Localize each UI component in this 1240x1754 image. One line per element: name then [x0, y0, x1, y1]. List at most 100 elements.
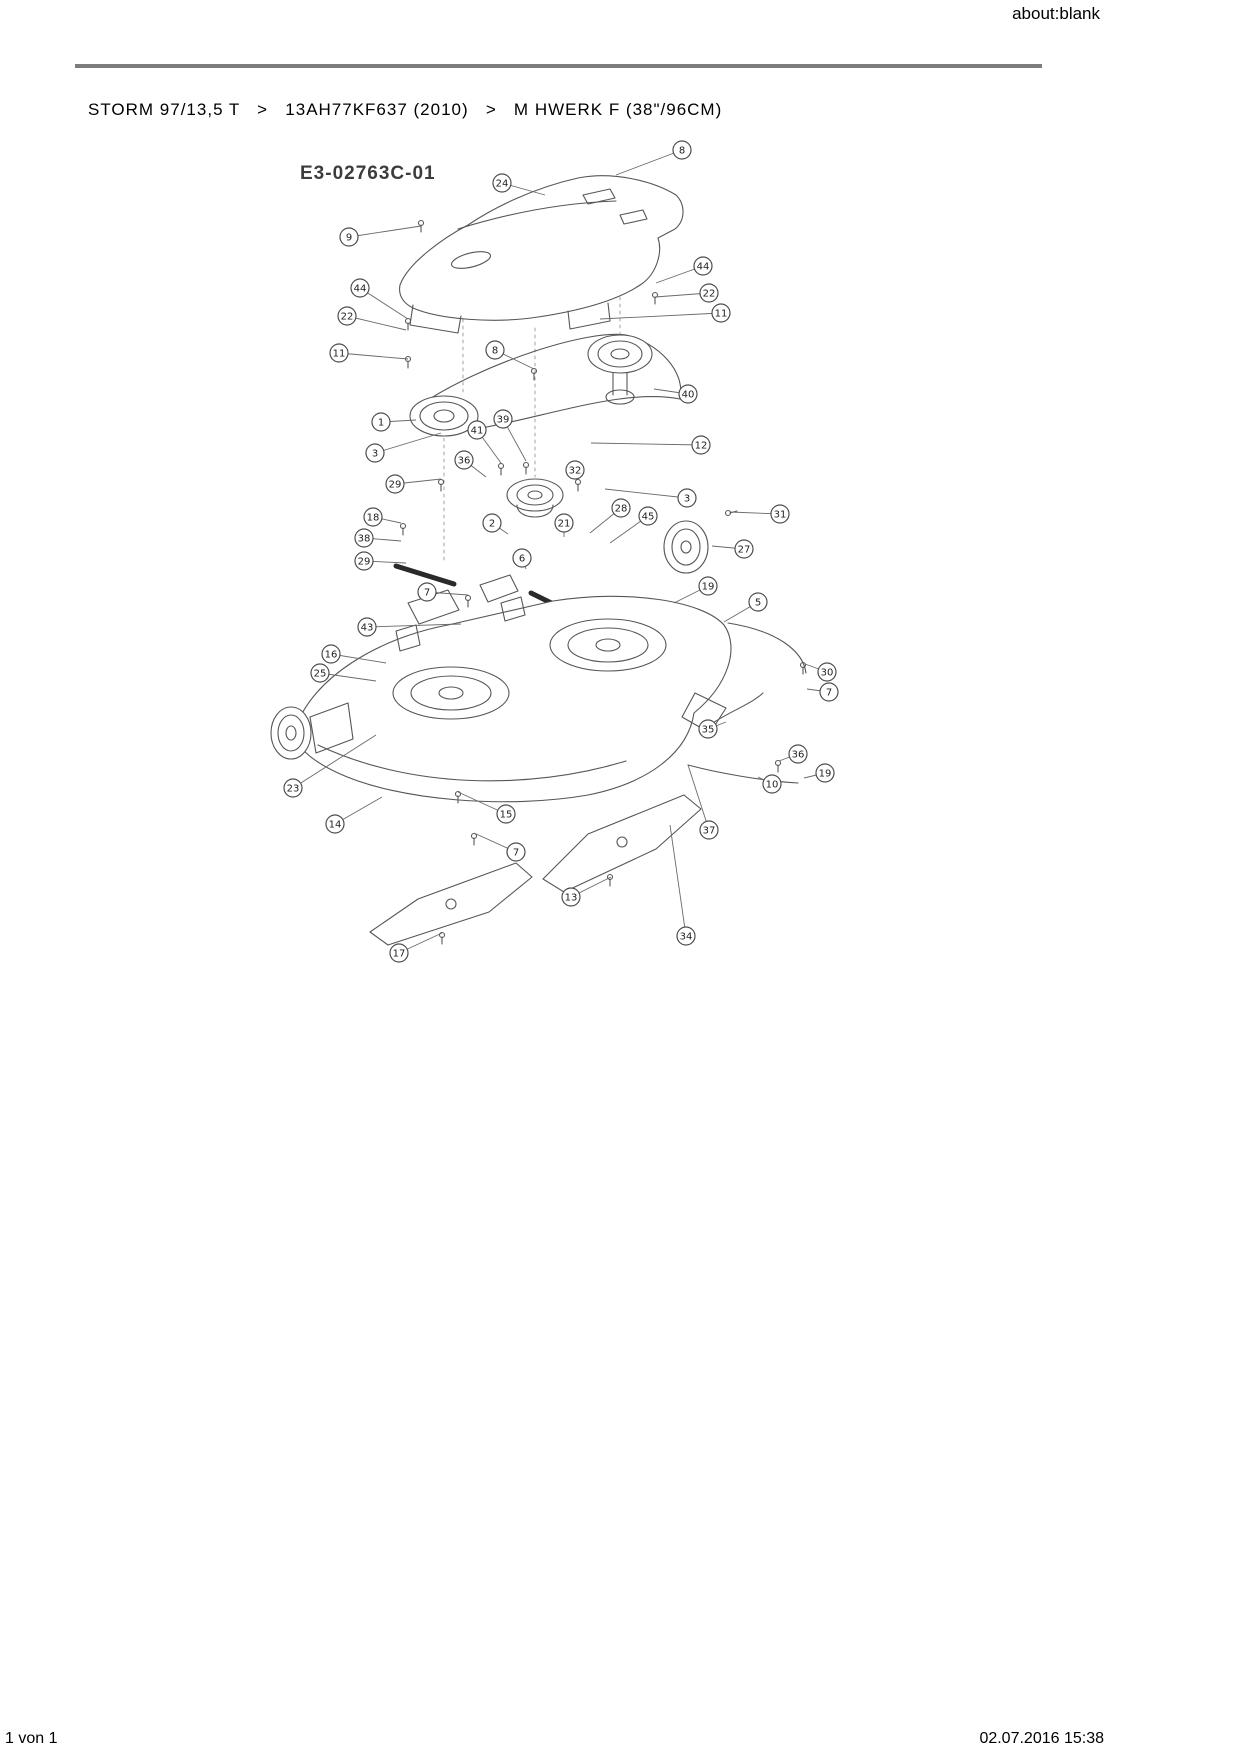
callout-number: 38 [358, 534, 371, 545]
callout-number: 7 [826, 688, 832, 699]
callout-8 [485, 340, 505, 360]
callout-number: 19 [819, 769, 832, 780]
callout-45 [638, 506, 658, 526]
callout-number: 9 [346, 233, 352, 244]
callout-number: 5 [755, 598, 761, 609]
footer-timestamp: 02.07.2016 15:38 [979, 1730, 1104, 1747]
callout-number: 36 [792, 750, 805, 761]
callout-12 [691, 435, 711, 455]
callout-44 [693, 256, 713, 276]
callout-19 [698, 576, 718, 596]
callout-29 [385, 474, 405, 494]
browser-header-text: about:blank [1012, 4, 1100, 23]
callout-number: 7 [424, 588, 430, 599]
callout-2 [482, 513, 502, 533]
callout-number: 41 [471, 426, 484, 437]
callout-25 [310, 663, 330, 683]
callout-number: 19 [702, 582, 715, 593]
callout-leader-23 [292, 734, 377, 789]
callout-number: 15 [500, 810, 513, 821]
callout-11 [711, 303, 731, 323]
callout-1 [371, 412, 391, 432]
callout-number: 22 [341, 312, 354, 323]
callout-number: 31 [774, 510, 787, 521]
callout-number: 11 [715, 309, 728, 320]
callout-7 [506, 842, 526, 862]
left-pulley [409, 395, 479, 437]
callout-3 [677, 488, 697, 508]
callout-number: 35 [702, 725, 715, 736]
callout-number: 25 [314, 669, 327, 680]
callout-9 [339, 227, 359, 247]
callout-number: 43 [361, 623, 374, 634]
callout-number: 28 [615, 504, 628, 515]
callout-18 [363, 507, 383, 527]
callout-leader-9 [348, 225, 422, 238]
diagram-area: E3-02763C-01 [258, 133, 958, 973]
callout-17 [389, 943, 409, 963]
callout-number: 1 [378, 418, 384, 429]
callout-number: 22 [703, 289, 716, 300]
callout-29 [354, 551, 374, 571]
callout-number: 8 [679, 146, 685, 157]
callout-39 [493, 409, 513, 429]
callout-31 [770, 504, 790, 524]
callout-number: 18 [367, 513, 380, 524]
callout-leader-11 [599, 312, 722, 320]
callout-number: 44 [354, 284, 367, 295]
lift-rod [727, 622, 807, 674]
mower-deck-drawing [270, 175, 807, 946]
callout-14 [325, 814, 345, 834]
callout-5 [748, 592, 768, 612]
callout-3 [365, 443, 385, 463]
callout-number: 3 [684, 494, 690, 505]
callout-43 [357, 617, 377, 637]
spindle-pulley [506, 478, 564, 518]
callout-leader-11 [338, 352, 409, 360]
callout-number: 6 [519, 554, 525, 565]
blade-left [369, 862, 533, 946]
callout-6 [512, 548, 532, 568]
callout-38 [354, 528, 374, 548]
gauge-wheel [663, 520, 709, 574]
callout-44 [350, 278, 370, 298]
callout-number: 11 [333, 349, 346, 360]
callout-number: 2 [489, 519, 495, 530]
header-divider [75, 64, 1042, 68]
callout-21 [554, 513, 574, 533]
callout-number: 29 [358, 557, 371, 568]
right-pulley [587, 334, 653, 405]
callout-7 [819, 682, 839, 702]
callout-number: 40 [682, 390, 695, 401]
callout-number: 12 [695, 441, 708, 452]
callout-number: 23 [287, 784, 300, 795]
deck-shell [294, 595, 732, 803]
callout-number: 45 [642, 512, 655, 523]
callout-number: 37 [703, 826, 716, 837]
callout-number: 10 [766, 780, 779, 791]
callout-number: 32 [569, 466, 582, 477]
callout-number: 36 [458, 456, 471, 467]
diagram-number-label: E3-02763C-01 [300, 163, 436, 184]
callout-number: 7 [513, 848, 519, 859]
callout-number: 39 [497, 415, 510, 426]
callout-number: 3 [372, 449, 378, 460]
callout-number: 44 [697, 262, 710, 273]
callout-number: 24 [496, 179, 509, 190]
callout-leader-37 [687, 764, 710, 831]
callout-number: 8 [492, 346, 498, 357]
callout-leader-3 [374, 432, 442, 454]
callout-37 [699, 820, 719, 840]
callout-number: 34 [680, 932, 693, 943]
callout-36 [454, 450, 474, 470]
callout-11 [329, 343, 349, 363]
callout-15 [496, 804, 516, 824]
callout-number: 16 [325, 650, 338, 661]
callout-32 [565, 460, 585, 480]
callout-leader-22 [346, 315, 407, 331]
exploded-diagram: 8 24 9 44 22 11 44 22 11 8 40 1 39 41 12 3 36 32 29 3 18 28 45… [270, 140, 839, 963]
callout-leader-34 [669, 824, 687, 937]
engage-rod [687, 764, 799, 784]
callout-23 [283, 778, 303, 798]
